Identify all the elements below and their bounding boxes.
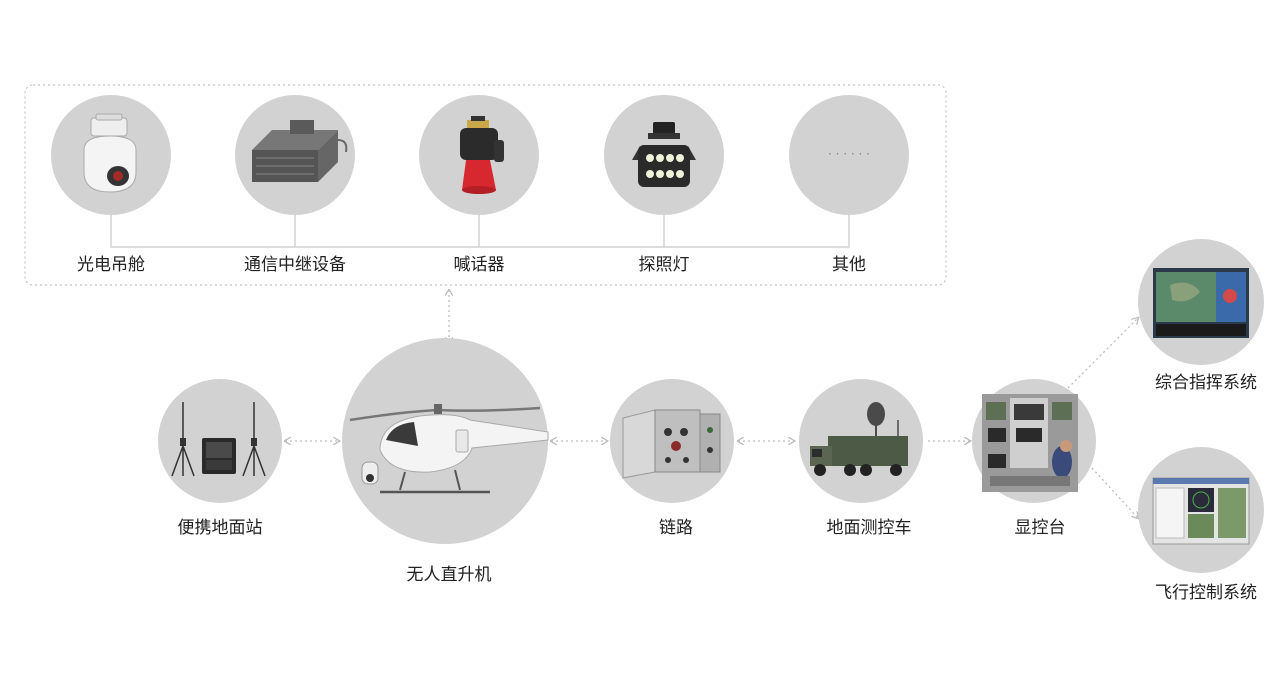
command-system-label: 综合指挥系统 xyxy=(1155,373,1257,393)
payload-tree-line xyxy=(110,212,850,248)
flight-control-label: 飞行控制系统 xyxy=(1155,583,1257,603)
payload-label: 探照灯 xyxy=(639,255,690,275)
datalink-label: 链路 xyxy=(659,518,693,538)
connector-console-flight xyxy=(1091,467,1138,518)
searchlight-icon xyxy=(632,122,696,187)
ground-vehicle-icon xyxy=(810,402,908,476)
payload-eo-pod: 光电吊舱 xyxy=(51,95,171,275)
payload-other: · · · · · · 其他 xyxy=(789,95,909,275)
payload-label: 其他 xyxy=(832,255,866,275)
datalink-equipment-icon xyxy=(622,409,721,479)
console-label: 显控台 xyxy=(1015,518,1066,538)
payload-searchlight: 探照灯 xyxy=(604,95,724,275)
portable-station-icon xyxy=(171,402,266,477)
payload-label: 通信中继设备 xyxy=(244,255,346,275)
node-datalink: 链路 xyxy=(610,379,734,538)
payload-relay: 通信中继设备 xyxy=(235,95,355,275)
command-screen-icon xyxy=(1153,268,1249,338)
payload-group-frame xyxy=(24,84,947,286)
helicopter-icon xyxy=(349,404,549,494)
helicopter-label: 无人直升机 xyxy=(407,565,492,585)
payload-loudspeaker: 喊话器 xyxy=(419,95,539,275)
connector-console-command xyxy=(1067,318,1138,389)
node-console: 显控台 xyxy=(972,379,1096,538)
node-command-system: 综合指挥系统 xyxy=(1138,239,1264,393)
node-flight-control: 飞行控制系统 xyxy=(1138,447,1264,603)
node-ground-vehicle: 地面测控车 xyxy=(799,379,923,538)
payload-group: 光电吊舱 通信中继设备 xyxy=(24,84,947,286)
node-portable-station: 便携地面站 xyxy=(158,379,282,538)
eo-pod-icon xyxy=(83,113,137,193)
portable-station-label: 便携地面站 xyxy=(178,518,263,538)
payload-label: 喊话器 xyxy=(454,255,505,275)
console-icon xyxy=(982,394,1078,492)
ground-vehicle-label: 地面测控车 xyxy=(827,518,912,538)
relay-device-icon xyxy=(252,120,348,182)
loudspeaker-icon xyxy=(460,116,504,194)
flight-control-screen-icon xyxy=(1152,477,1250,545)
node-helicopter: 无人直升机 xyxy=(342,338,549,585)
payload-label: 光电吊舱 xyxy=(77,255,145,275)
other-placeholder: · · · · · · xyxy=(828,147,870,161)
